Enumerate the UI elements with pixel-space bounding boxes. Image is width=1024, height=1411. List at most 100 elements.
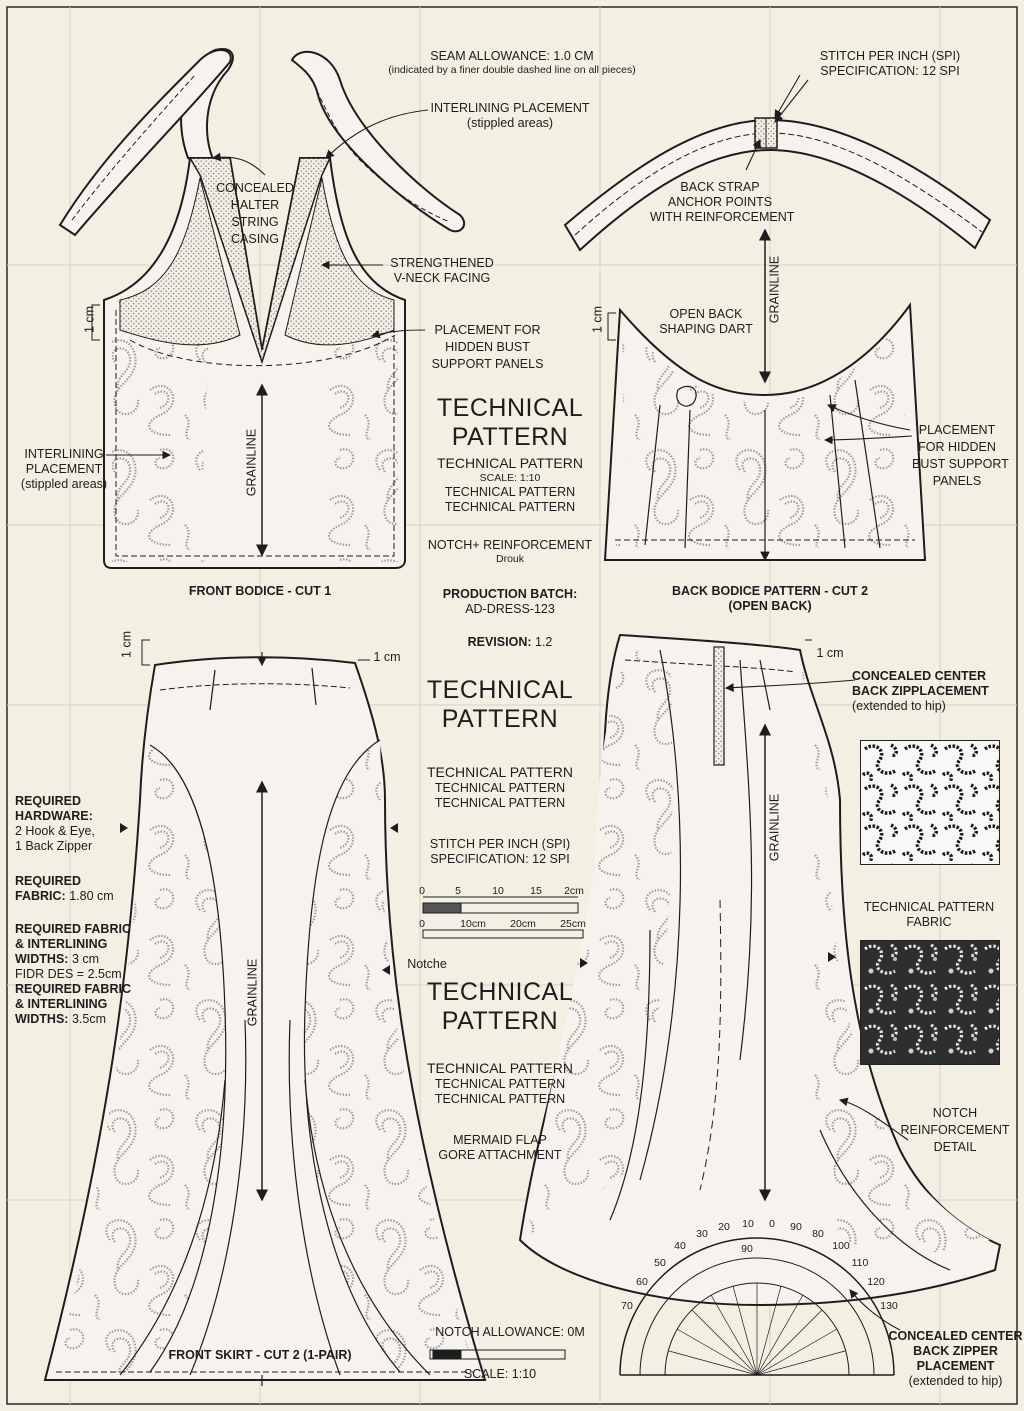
widths2-value: 3.5cm [71,1012,106,1026]
back-bodice-grainline: GRAINLINE [767,255,782,324]
production-batch: PRODUCTION BATCH: AD-DRESS-123 [425,587,595,617]
protractor-tick-3: 50 [654,1257,666,1269]
spi-top-line-2: SPECIFICATION: 12 SPI [820,64,960,78]
scale-rulers [422,896,584,1360]
back-bust-line-3: BUST SUPPORT [912,457,1009,471]
hardware-label-2: HARDWARE: [15,809,93,823]
revision: REVISION: 1.2 [425,635,595,650]
concealed-halter-line-4: CASING [231,232,279,246]
back-bust-line-1: PLACEMENT [918,423,996,437]
seam-allowance-text: SEAM ALLOWANCE: 1.0 CM [430,49,594,63]
mermaid-line-2: GORE ATTACHMENT [438,1148,562,1162]
front-skirt-1cm: 1 cm [119,630,134,659]
hardware-label-1: REQUIRED [15,794,81,808]
center-title-3-line-1: TECHNICAL [426,978,574,1006]
zip-top-line-3: (extended to hip) [852,699,946,713]
fabric-label-2: FABRIC: [15,889,66,903]
notch-reinf-line-1: NOTCH+ REINFORCEMENT [427,538,593,552]
vneck-line-2: V-NECK FACING [393,271,491,285]
protractor-tick-2: 60 [636,1276,648,1288]
widths-value: 3 cm [71,952,100,966]
front-skirt-1cm-right: 1 cm [373,650,401,664]
protractor-tick-9: 90 [790,1221,802,1233]
center-sub-2-line-2: TECHNICAL PATTERN [434,781,566,795]
ruler-top-tick-0: 0 [419,885,425,897]
zip-bottom-line-3: PLACEMENT [916,1359,995,1373]
concealed-halter-label: CONCEALED HALTER STRING CASING [212,180,298,248]
protractor-tick-6: 20 [718,1221,730,1233]
center-title-3-line-2: PATTERN [441,1007,559,1035]
front-bodice-title: FRONT BODICE - CUT 1 [188,584,332,598]
swatch-dark-texture [861,941,999,1064]
concealed-halter-line-3: STRING [231,215,279,229]
protractor [619,1237,895,1376]
interlining-left-line-3: (stippled areas) [20,477,108,491]
interlining-left-line-1: INTERLINING [24,447,104,461]
ruler-bottom-tick-0: 0 [419,918,425,930]
center-sub-2-line-1: TECHNICAL PATTERN [427,764,573,780]
center-sub-1-line-4: TECHNICAL PATTERN [444,500,576,514]
protractor-tick-13: 120 [867,1276,885,1288]
batch-label: PRODUCTION BATCH: [442,587,578,601]
protractor-tick-4: 40 [674,1240,686,1252]
protractor-tick-14: 130 [880,1300,898,1312]
notch-allowance: NOTCH ALLOWANCE: 0M [435,1325,585,1339]
seam-allowance-label: SEAM ALLOWANCE: 1.0 CM (indicated by a f… [382,49,642,77]
center-sub-3-line-1: TECHNICAL PATTERN [427,1060,573,1076]
protractor-center-90: 90 [741,1243,753,1255]
widths2-label-2: & INTERLINING [15,997,108,1011]
concealed-halter-line-2: HALTER [230,198,280,212]
dart-line-1: OPEN BACK [669,307,743,321]
protractor-tick-7: 10 [742,1218,754,1230]
back-bodice-title-line-1: BACK BODICE PATTERN - CUT 2 [671,584,869,598]
back-bust-line-4: PANELS [932,474,982,488]
concealed-halter-line-1: CONCEALED [216,181,294,195]
ruler-top-tick-15: 15 [530,885,542,897]
center-spi-line-1: STITCH PER INCH (SPI) [429,837,571,851]
zip-bottom-line-1: CONCEALED CENTER [888,1329,1023,1343]
vneck-line-1: STRENGTHENED [390,256,494,270]
front-bodice-piece [58,48,466,569]
hardware-value-1: 2 Hook & Eye, [15,824,95,838]
back-strap-anchor-label: BACK STRAP ANCHOR POINTS WITH REINFORCEM… [650,180,795,225]
anchor-line-2: ANCHOR POINTS [667,195,773,209]
center-sub-1-line-3: TECHNICAL PATTERN [444,485,576,499]
front-bust-label: PLACEMENT FOR HIDDEN BUST SUPPORT PANELS [425,322,550,373]
ruler-top-tick-10: 10 [492,885,504,897]
center-title-2-line-1: TECHNICAL [426,676,574,704]
swatch-caption-line-2: FABRIC [906,915,952,929]
center-sub-2: TECHNICAL PATTERN TECHNICAL PATTERN TECH… [415,764,585,811]
center-spi-line-2: SPECIFICATION: 12 SPI [430,852,570,866]
fabric-spec: REQUIRED FABRIC: 1.80 cm [15,874,125,904]
zip-top-line-2: BACK ZIPPLACEMENT [852,684,989,698]
interlining-left-line-2: PLACEMENT [25,462,103,476]
revision-value: 1.2 [535,635,553,649]
swatch-light-texture [861,741,999,864]
interlining-top-label: INTERLINING PLACEMENT (stippled areas) [425,101,595,131]
back-bodice-1cm: 1 cm [590,305,605,334]
notch-detail-line-3: DETAIL [933,1140,977,1154]
widths-label-1: REQUIRED FABRIC [15,922,131,936]
mermaid-label: MERMAID FLAP GORE ATTACHMENT [425,1133,575,1163]
interlining-left-label: INTERLINING PLACEMENT (stippled areas) [14,447,114,492]
protractor-tick-8: 0 [769,1218,775,1230]
center-sub-3-line-2: TECHNICAL PATTERN [434,1077,566,1091]
spi-top-line-1: STITCH PER INCH (SPI) [819,49,961,63]
notch-detail-label: NOTCH REINFORCEMENT DETAIL [900,1105,1010,1156]
batch-value: AD-DRESS-123 [465,602,555,616]
mermaid-line-1: MERMAID FLAP [453,1133,547,1147]
widths-label-2: & INTERLINING [15,937,108,951]
dart-label: OPEN BACK SHAPING DART [656,307,756,337]
back-skirt-grainline: GRAINLINE [767,793,782,862]
notch-reinforcement-center: NOTCH+ REINFORCEMENT Drouk [425,538,595,566]
center-title-2-line-2: PATTERN [441,705,559,733]
revision-label: REVISION: [467,635,532,649]
zip-bottom-label: CONCEALED CENTER BACK ZIPPER PLACEMENT (… [888,1329,1023,1389]
anchor-line-3: WITH REINFORCEMENT [650,210,795,224]
back-bodice-piece [603,228,927,562]
interlining-top-line-1: INTERLINING PLACEMENT [430,101,590,115]
notch-reinf-line-2: Drouk [495,553,524,565]
center-sub-1-line-1: TECHNICAL PATTERN [437,455,583,471]
